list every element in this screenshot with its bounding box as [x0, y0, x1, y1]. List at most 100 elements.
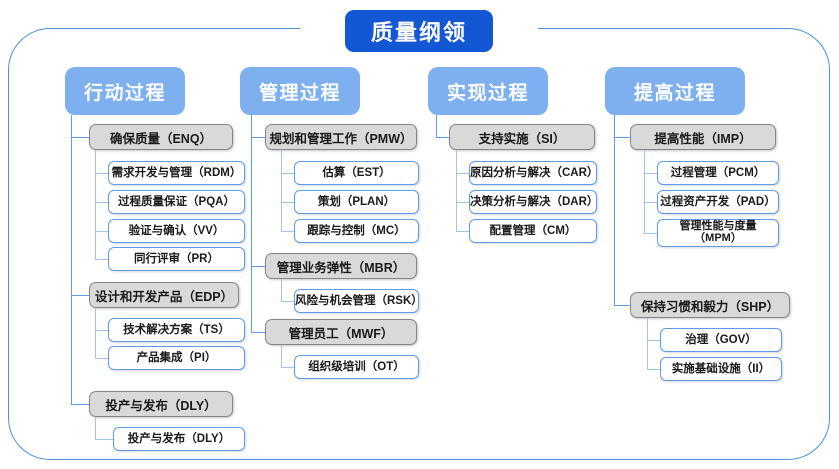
leaf-box-dly[interactable]: 投产与发布（DLY） [113, 427, 245, 451]
leaf-box-dly-label: 投产与发布（DLY） [127, 432, 231, 445]
subtrunk-enq [95, 150, 97, 259]
connector-shp-0 [647, 340, 660, 342]
leaf-box-rdm-label: 需求开发与管理（RDM） [111, 166, 242, 179]
connector-pmw-2 [281, 231, 294, 233]
leaf-box-mc[interactable]: 跟踪与控制（MC） [294, 219, 419, 243]
column-header-implement-label: 实现过程 [446, 82, 529, 104]
group-box-mwf-label: 管理员工（MWF） [288, 326, 394, 341]
leaf-box-pad[interactable]: 过程资产开发（PAD） [657, 190, 779, 214]
leaf-box-pad-label: 过程资产开发（PAD） [660, 195, 776, 208]
group-box-dly[interactable]: 投产与发布（DLY） [89, 391, 233, 417]
leaf-box-ot-label: 组织级培训（OT） [308, 360, 405, 373]
group-box-dly-label: 投产与发布（DLY） [105, 398, 217, 413]
leaf-box-pr[interactable]: 同行评审（PR） [108, 247, 245, 271]
group-box-edp[interactable]: 设计和开发产品（EDP） [89, 282, 239, 308]
connector-manage-mbr [251, 266, 265, 268]
group-box-mwf[interactable]: 管理员工（MWF） [265, 319, 417, 345]
leaf-box-est-label: 估算（EST） [322, 166, 391, 179]
subtrunk-si [456, 150, 458, 231]
connector-action-dly [71, 404, 89, 406]
leaf-box-dar[interactable]: 决策分析与解决（DAR） [469, 190, 599, 214]
group-box-enq[interactable]: 确保质量（ENQ） [89, 124, 233, 150]
connector-imp-1 [644, 202, 657, 204]
leaf-box-est[interactable]: 估算（EST） [294, 161, 419, 185]
connector-enq-1 [95, 202, 108, 204]
group-box-mbr[interactable]: 管理业务弹性（MBR） [265, 253, 417, 279]
group-box-shp-label: 保持习惯和毅力（SHP） [640, 299, 780, 314]
subtrunk-mwf [281, 345, 283, 367]
connector-manage-pmw [251, 137, 265, 139]
subtrunk-imp [644, 150, 646, 233]
leaf-box-gov-label: 治理（GOV） [685, 333, 757, 346]
leaf-box-cm-label: 配置管理（CM） [489, 224, 577, 237]
connector-pmw-0 [281, 173, 294, 175]
leaf-box-pqa-label: 过程质量保证（PQA） [118, 195, 235, 208]
frame-gap-right [490, 21, 538, 37]
leaf-box-plan-label: 策划（PLAN） [317, 195, 396, 208]
connector-manage-mwf [251, 332, 265, 334]
leaf-box-ts-label: 技术解决方案（TS） [123, 323, 230, 336]
subtrunk-mbr [281, 279, 283, 301]
leaf-box-ii-label: 实施基础设施（II） [671, 362, 771, 375]
group-box-pmw-label: 规划和管理工作（PMW） [269, 131, 413, 146]
leaf-box-vv-label: 验证与确认（VV） [128, 224, 225, 237]
frame-gap-left [300, 21, 348, 37]
leaf-box-rsk-label: 风险与机会管理（RSK） [295, 294, 423, 307]
connector-mbr-0 [281, 301, 294, 303]
leaf-box-dar-label: 决策分析与解决（DAR） [470, 195, 599, 208]
group-box-imp-label: 提高性能（IMP） [654, 131, 752, 146]
group-box-si[interactable]: 支持实施（SI） [449, 124, 595, 150]
connector-enq-3 [95, 259, 108, 261]
connector-si-2 [456, 231, 469, 233]
leaf-box-cm[interactable]: 配置管理（CM） [469, 219, 597, 243]
leaf-box-plan[interactable]: 策划（PLAN） [294, 190, 419, 214]
subtrunk-shp [647, 318, 649, 369]
leaf-box-gov[interactable]: 治理（GOV） [660, 328, 782, 352]
leaf-box-vv[interactable]: 验证与确认（VV） [108, 219, 245, 243]
subtrunk-dly [95, 417, 97, 439]
column-header-implement[interactable]: 实现过程 [428, 67, 548, 115]
subtrunk-pmw [281, 150, 283, 231]
group-box-imp[interactable]: 提高性能（IMP） [630, 124, 776, 150]
leaf-box-pcm-label: 过程管理（PCM） [670, 166, 766, 179]
connector-dly-0 [95, 439, 113, 441]
connector-improve-shp [614, 305, 630, 307]
trunk-action [71, 115, 73, 404]
leaf-box-ts[interactable]: 技术解决方案（TS） [108, 318, 245, 342]
connector-si-1 [456, 202, 469, 204]
connector-action-enq [71, 137, 89, 139]
connector-imp-2 [644, 233, 657, 235]
trunk-implement [436, 115, 438, 137]
connector-enq-0 [95, 173, 108, 175]
leaf-box-pqa[interactable]: 过程质量保证（PQA） [108, 190, 245, 214]
trunk-manage [251, 115, 253, 332]
leaf-box-pi[interactable]: 产品集成（PI） [108, 346, 245, 370]
column-header-action[interactable]: 行动过程 [65, 67, 185, 115]
leaf-box-ii[interactable]: 实施基础设施（II） [660, 357, 782, 381]
column-header-improve-label: 提高过程 [633, 82, 716, 104]
connector-enq-2 [95, 231, 108, 233]
connector-action-edp [71, 295, 89, 297]
group-box-enq-label: 确保质量（ENQ） [109, 131, 213, 146]
group-box-pmw[interactable]: 规划和管理工作（PMW） [265, 124, 417, 150]
leaf-box-rdm[interactable]: 需求开发与管理（RDM） [108, 161, 245, 185]
connector-shp-1 [647, 369, 660, 371]
column-header-action-label: 行动过程 [83, 82, 166, 104]
leaf-box-mpm[interactable]: 管理性能与度量 （MPM） [657, 219, 779, 247]
connector-implement-si [436, 137, 449, 139]
leaf-box-ot[interactable]: 组织级培训（OT） [294, 355, 419, 379]
leaf-box-pi-label: 产品集成（PI） [136, 351, 217, 364]
column-header-improve[interactable]: 提高过程 [605, 67, 745, 115]
leaf-box-mpm-label: 管理性能与度量 （MPM） [679, 220, 757, 244]
group-box-mbr-label: 管理业务弹性（MBR） [276, 260, 406, 275]
leaf-box-rsk[interactable]: 风险与机会管理（RSK） [294, 289, 423, 313]
column-header-manage[interactable]: 管理过程 [240, 67, 360, 115]
trunk-improve [614, 115, 616, 305]
connector-si-0 [456, 173, 469, 175]
leaf-box-pcm[interactable]: 过程管理（PCM） [657, 161, 779, 185]
connector-mwf-0 [281, 367, 294, 369]
leaf-box-mc-label: 跟踪与控制（MC） [307, 224, 406, 237]
group-box-shp[interactable]: 保持习惯和毅力（SHP） [630, 292, 790, 318]
leaf-box-car[interactable]: 原因分析与解决（CAR） [469, 161, 598, 185]
